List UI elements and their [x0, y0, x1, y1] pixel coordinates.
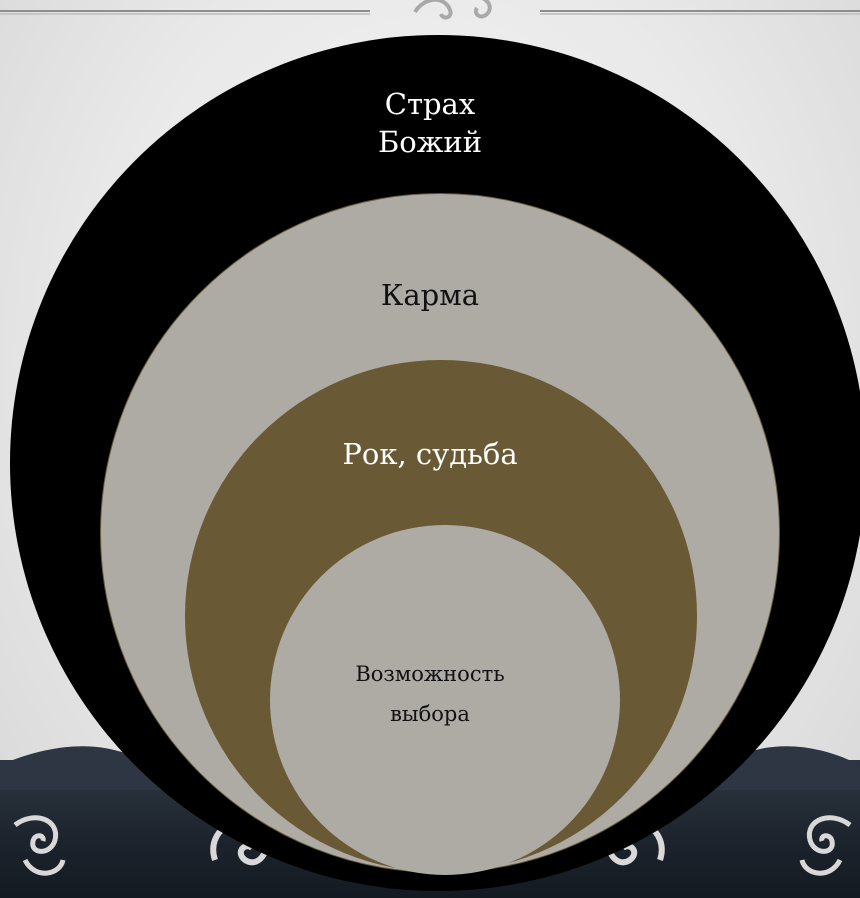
- outer-circle-label-line-1: Страх: [305, 85, 555, 123]
- inner-circle-label-line-1: Возможность: [320, 660, 540, 688]
- inner-circle-label: Возможность выбора: [320, 660, 540, 740]
- second-circle-label: Карма: [305, 276, 555, 314]
- inner-circle-label-line-2: выбора: [320, 700, 540, 728]
- outer-circle-label: Страх Божий: [305, 85, 555, 161]
- outer-circle-label-line-2: Божий: [305, 123, 555, 161]
- second-circle-label-line-1: Карма: [305, 276, 555, 314]
- third-circle-label-line-1: Рок, судьба: [290, 435, 570, 473]
- third-circle-label: Рок, судьба: [290, 435, 570, 473]
